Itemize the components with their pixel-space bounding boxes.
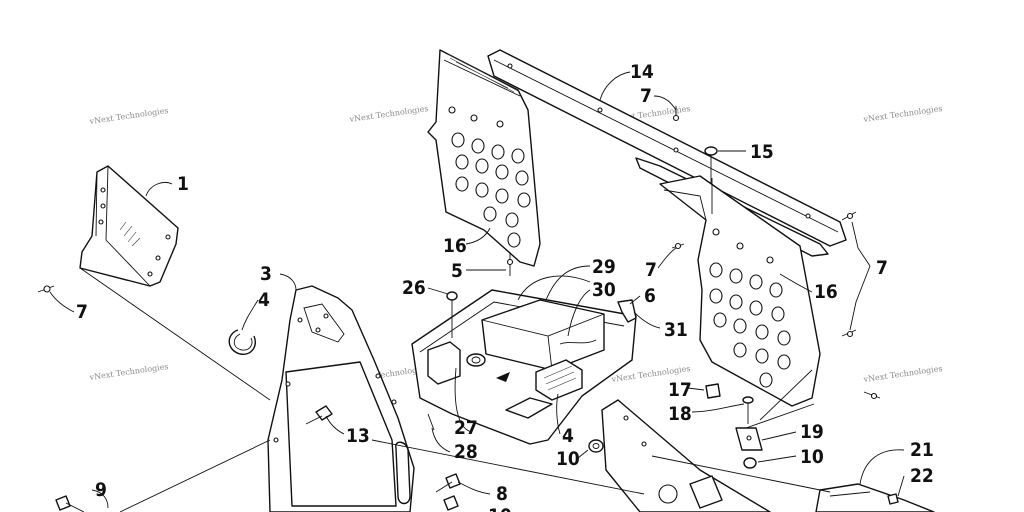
callout-3: 3 <box>260 263 272 285</box>
tray-assembly <box>411 275 637 445</box>
callout-10-bottom: 10 <box>488 505 512 512</box>
callout-leaders <box>49 71 905 509</box>
callout-8: 8 <box>496 483 508 505</box>
watermark-2: vNext Technologies <box>348 104 429 124</box>
part-1-bracket <box>79 165 179 287</box>
callout-28: 28 <box>454 441 478 463</box>
callout-4-center: 4 <box>562 425 574 447</box>
part-18-screw <box>742 396 754 424</box>
callout-7-right: 7 <box>876 257 888 279</box>
callout-10-right: 10 <box>800 446 824 468</box>
part-22-bolt <box>887 493 899 505</box>
watermark-8: vNext Technologies <box>862 364 943 384</box>
callout-30: 30 <box>592 279 616 301</box>
callout-5: 5 <box>451 260 463 282</box>
part-10-nut-center <box>588 439 604 453</box>
part-28-rivet <box>427 413 435 431</box>
callout-29: 29 <box>592 256 616 278</box>
callout-7-top: 7 <box>640 85 652 107</box>
part-3-side-frame <box>267 285 415 512</box>
callout-22: 22 <box>910 465 934 487</box>
part-7-rivet-left <box>37 285 55 293</box>
callout-7-mid: 7 <box>645 259 657 281</box>
watermark-4: vNext Technologies <box>862 104 943 124</box>
callout-7-left: 7 <box>76 301 88 323</box>
part-16-panel-right <box>659 175 821 407</box>
callout-18: 18 <box>668 403 692 425</box>
callout-26: 26 <box>402 277 426 299</box>
watermark-1: vNext Technologies <box>88 106 169 126</box>
part-7-rivets-right <box>671 211 881 400</box>
callout-6: 6 <box>644 285 656 307</box>
callout-19: 19 <box>800 421 824 443</box>
part-19-bracket <box>735 427 763 451</box>
callout-13: 13 <box>346 425 370 447</box>
part-26-screw <box>446 291 458 338</box>
part-17-nut <box>705 383 721 399</box>
callout-31: 31 <box>664 319 688 341</box>
part-5-rivet <box>506 252 514 276</box>
callout-9: 9 <box>95 479 107 501</box>
part-21-mount <box>815 483 935 512</box>
callout-27: 27 <box>454 417 478 439</box>
callout-17: 17 <box>668 379 692 401</box>
callout-15: 15 <box>750 141 774 163</box>
part-10-nut-right <box>743 457 757 469</box>
callouts: 1 3 4 7 9 13 14 7 15 16 5 29 26 30 6 31 … <box>76 61 934 512</box>
callout-1: 1 <box>177 173 189 195</box>
callout-14: 14 <box>630 61 654 83</box>
watermark-5: vNext Technologies <box>88 362 169 382</box>
callout-16-upper: 16 <box>443 235 467 257</box>
assembly-lines <box>79 178 831 512</box>
part-16-panel-upper <box>427 49 541 267</box>
callout-4: 4 <box>258 289 270 311</box>
part-4-snap-ring <box>228 329 256 355</box>
part-6-clip <box>617 299 637 323</box>
part-9-bolt <box>55 495 85 512</box>
lower-bracket <box>601 399 771 512</box>
callout-16-right: 16 <box>814 281 838 303</box>
part-8-bolt <box>435 473 461 511</box>
part-7-screw-top <box>672 106 680 122</box>
part-14-rail <box>487 49 847 257</box>
callout-10-center: 10 <box>556 448 580 470</box>
callout-21: 21 <box>910 439 934 461</box>
part-13-bolt <box>305 405 333 425</box>
